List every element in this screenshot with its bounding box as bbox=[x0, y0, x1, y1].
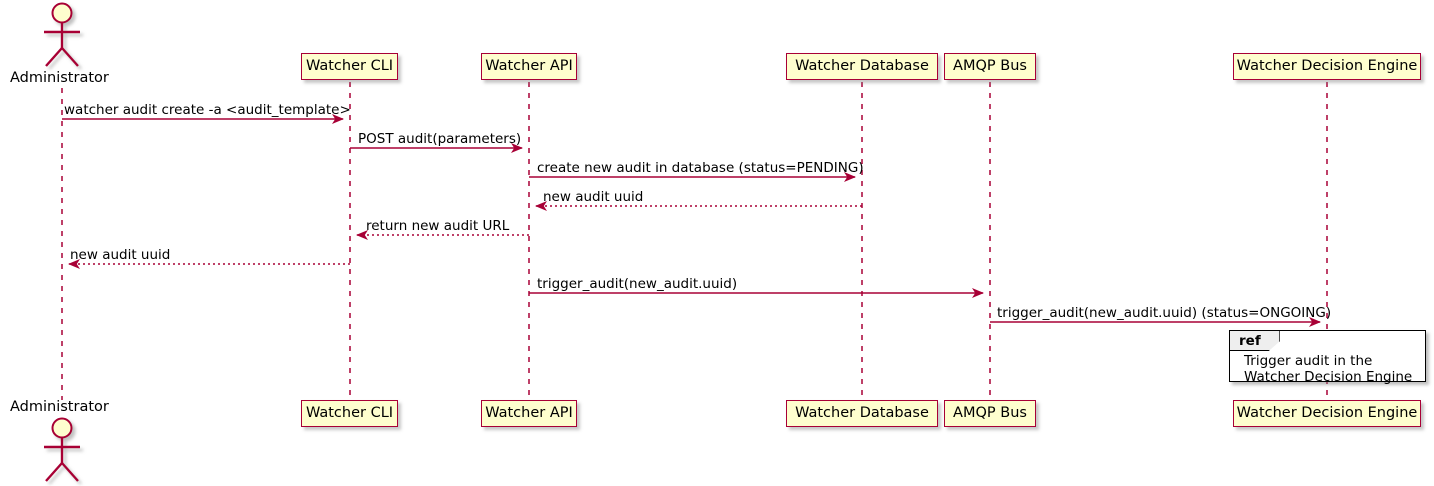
ref-fragment-line-1: Trigger audit in the bbox=[1244, 353, 1373, 369]
participant-box-decision-engine-bottom[interactable]: Watcher Decision Engine bbox=[1233, 400, 1421, 427]
actor-figure-administrator-bottom bbox=[44, 417, 80, 482]
message-label-6: new audit uuid bbox=[70, 247, 171, 263]
lifelines bbox=[61, 82, 1328, 400]
participant-box-watcher-api-bottom[interactable]: Watcher API bbox=[481, 400, 577, 427]
message-arrows bbox=[62, 114, 1321, 327]
participant-label: Watcher API bbox=[485, 58, 573, 75]
message-label-5: return new audit URL bbox=[366, 218, 510, 234]
ref-fragment-line-2: Watcher Decision Engine bbox=[1244, 369, 1413, 385]
message-label-2: POST audit(parameters) bbox=[358, 131, 522, 147]
participant-label: Watcher CLI bbox=[305, 405, 394, 422]
participant-label: Watcher CLI bbox=[305, 58, 394, 75]
actor-label-administrator-bottom: Administrator bbox=[10, 399, 109, 415]
participant-box-decision-engine-top[interactable]: Watcher Decision Engine bbox=[1233, 53, 1421, 80]
participant-label: Watcher Decision Engine bbox=[1236, 405, 1418, 422]
participant-box-amqp-bus-top[interactable]: AMQP Bus bbox=[944, 53, 1036, 80]
message-label-3: create new audit in database (status=PEN… bbox=[537, 160, 864, 176]
ref-fragment-tab-label: ref bbox=[1239, 332, 1261, 349]
participant-box-watcher-api-top[interactable]: Watcher API bbox=[481, 53, 577, 80]
participant-label: Watcher Database bbox=[795, 58, 929, 75]
message-label-4: new audit uuid bbox=[543, 189, 644, 205]
message-label-7: trigger_audit(new_audit.uuid) bbox=[537, 276, 738, 292]
actor-label-administrator-top: Administrator bbox=[10, 70, 109, 86]
actor-figure-administrator-top bbox=[44, 2, 80, 67]
message-label-8: trigger_audit(new_audit.uuid) (status=ON… bbox=[997, 305, 1332, 321]
ref-fragment-tab: ref bbox=[1230, 331, 1280, 351]
message-label-1: watcher audit create -a <audit_template> bbox=[64, 102, 351, 118]
participant-box-watcher-db-top[interactable]: Watcher Database bbox=[786, 53, 938, 80]
participant-box-watcher-cli-top[interactable]: Watcher CLI bbox=[301, 53, 398, 80]
participant-label: Watcher Database bbox=[795, 405, 929, 422]
ref-fragment: ref Trigger audit in the Watcher Decisio… bbox=[1229, 330, 1426, 385]
ref-fragment-body: Trigger audit in the Watcher Decision En… bbox=[1244, 353, 1412, 385]
participant-box-watcher-cli-bottom[interactable]: Watcher CLI bbox=[301, 400, 398, 427]
participant-box-amqp-bus-bottom[interactable]: AMQP Bus bbox=[944, 400, 1036, 427]
participant-label: Watcher Decision Engine bbox=[1236, 58, 1418, 75]
participant-label: AMQP Bus bbox=[953, 405, 1027, 422]
participant-label: Watcher API bbox=[485, 405, 573, 422]
participant-label: AMQP Bus bbox=[953, 58, 1027, 75]
participant-box-watcher-db-bottom[interactable]: Watcher Database bbox=[786, 400, 938, 427]
